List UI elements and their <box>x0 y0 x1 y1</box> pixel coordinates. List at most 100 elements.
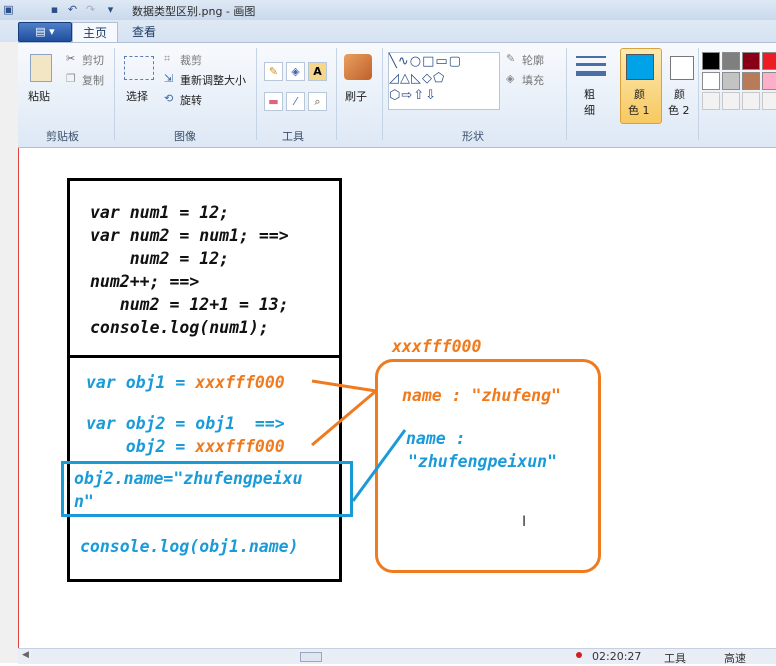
assignment-line: obj2.name="zhufengpeixu <box>74 469 303 488</box>
copy-icon: ❐ <box>66 72 76 85</box>
obj1-pointer-line <box>311 379 377 393</box>
text-tool-icon[interactable]: A <box>308 62 327 81</box>
paste-icon <box>30 54 52 82</box>
window-left-edge <box>0 42 19 663</box>
arrow-shape-icon[interactable]: ⬡⇨⇧⇩ <box>389 88 438 103</box>
color1-label: 颜 <box>634 88 645 101</box>
obj1-prefix: var obj1 = <box>86 373 196 392</box>
save-icon[interactable]: ▪ <box>50 3 59 16</box>
color-picker-icon[interactable]: ⁄ <box>286 92 305 111</box>
magnifier-icon[interactable]: ⌕ <box>308 92 327 111</box>
group-separator <box>114 48 115 140</box>
outline-icon: ✎ <box>506 52 516 65</box>
group-separator <box>256 48 257 140</box>
shapes-gallery[interactable]: ╲∿○□▭▢ ◿△◺◇⬠ ⬡⇨⇧⇩ <box>388 52 500 110</box>
tab-home[interactable]: 主页 <box>72 22 118 43</box>
heap-name-new: name : <box>406 429 466 448</box>
clipboard-group-label: 剪贴板 <box>46 130 79 143</box>
code-line: num2 = 12+1 = 13; <box>90 295 289 314</box>
rotate-button[interactable]: 旋转 <box>180 94 202 107</box>
code-line: var num2 = num1; ==> <box>90 226 289 245</box>
obj2-value: obj2 = xxxfff000 <box>86 437 285 456</box>
brush-icon <box>344 54 372 80</box>
tools-group-label: 工具 <box>282 130 304 143</box>
heap-object-box <box>375 359 601 573</box>
image-group-label: 图像 <box>174 130 196 143</box>
palette-color-swatch[interactable] <box>722 72 740 90</box>
heap-name-new-value: "zhufengpeixun" <box>408 452 558 471</box>
select-icon <box>124 56 154 80</box>
status-extra: 高速 <box>724 652 746 665</box>
palette-color-swatch[interactable] <box>722 52 740 70</box>
line-shape-icon[interactable]: ╲∿○□▭▢ <box>389 54 462 69</box>
obj2-address: xxxfff000 <box>195 437 285 456</box>
pencil-icon[interactable]: ✎ <box>264 62 283 81</box>
code-line: console.log(num1); <box>90 318 269 337</box>
color1-label-2: 色 1 <box>628 104 650 117</box>
undo-icon[interactable]: ↶ <box>67 3 78 16</box>
size-button[interactable]: 粗 <box>584 88 595 101</box>
palette-empty-swatch[interactable] <box>702 92 720 110</box>
size-icon-line <box>576 71 606 76</box>
scroll-left-icon[interactable]: ◀ <box>22 650 29 660</box>
window-title: 数据类型区别.png - 画图 <box>132 5 256 18</box>
obj2-pointer-line <box>311 389 377 447</box>
status-dot-icon <box>576 652 582 658</box>
eraser-icon[interactable]: ▬ <box>264 92 283 111</box>
palette-empty-swatch[interactable] <box>762 92 776 110</box>
palette-color-swatch[interactable] <box>742 72 760 90</box>
size-icon-line <box>576 63 606 66</box>
resize-icon: ⇲ <box>164 72 174 85</box>
code-line: num2++; ==> <box>90 272 200 291</box>
scrollbar-thumb[interactable] <box>300 652 322 662</box>
palette-color-swatch[interactable] <box>702 72 720 90</box>
palette-empty-swatch[interactable] <box>722 92 740 110</box>
code-box-divider <box>67 355 342 358</box>
color1-swatch <box>626 54 654 80</box>
obj2-prefix: obj2 = <box>86 437 196 456</box>
resize-button[interactable]: 重新调整大小 <box>180 74 246 87</box>
assignment-line: n" <box>74 492 94 511</box>
fill-icon: ◈ <box>506 72 515 85</box>
brushes-button[interactable]: 刷子 <box>345 90 367 103</box>
color2-label: 颜 <box>674 88 685 101</box>
palette-color-swatch[interactable] <box>742 52 760 70</box>
crop-button[interactable]: 裁剪 <box>180 54 202 67</box>
group-separator <box>336 48 337 140</box>
status-time: 02:20:27 <box>592 650 642 663</box>
palette-color-swatch[interactable] <box>702 52 720 70</box>
group-separator <box>698 48 699 140</box>
fill-button[interactable]: 填充 <box>522 74 544 87</box>
color2-label-2: 色 2 <box>668 104 690 117</box>
color2-swatch[interactable] <box>670 56 694 80</box>
paste-button[interactable]: 粘贴 <box>28 90 50 103</box>
crop-icon: ⌗ <box>164 52 171 65</box>
polygon-shape-icon[interactable]: ◿△◺◇⬠ <box>389 71 446 86</box>
obj2-declaration: var obj2 = obj1 ==> <box>86 414 285 433</box>
redo-icon[interactable]: ↷ <box>85 3 96 16</box>
copy-button[interactable]: 复制 <box>82 74 104 87</box>
palette-empty-swatch[interactable] <box>742 92 760 110</box>
obj1-address: xxxfff000 <box>195 373 285 392</box>
status-tool: 工具 <box>664 652 686 665</box>
console-log-line: console.log(obj1.name) <box>80 537 299 556</box>
code-line: num2 = 12; <box>90 249 230 268</box>
group-separator <box>382 48 383 140</box>
palette-color-swatch[interactable] <box>762 72 776 90</box>
heap-name-old: name : "zhufeng" <box>402 386 561 405</box>
horizontal-scrollbar[interactable] <box>18 648 776 664</box>
outline-button[interactable]: 轮廓 <box>522 54 544 67</box>
fill-bucket-icon[interactable]: ◈ <box>286 62 305 81</box>
size-button-label: 细 <box>584 104 595 117</box>
code-line: var num1 = 12; <box>90 203 230 222</box>
heap-address-label: xxxfff000 <box>392 337 482 356</box>
select-button[interactable]: 选择 <box>126 90 148 103</box>
app-menu-button[interactable]: ▤ ▾ <box>18 22 72 42</box>
palette-color-swatch[interactable] <box>762 52 776 70</box>
group-separator <box>566 48 567 140</box>
cut-button[interactable]: 剪切 <box>82 54 104 67</box>
customize-quick-access-icon[interactable]: ▾ <box>107 3 114 16</box>
tab-view[interactable]: 查看 <box>131 25 156 39</box>
assignment-highlight-box <box>61 461 353 517</box>
